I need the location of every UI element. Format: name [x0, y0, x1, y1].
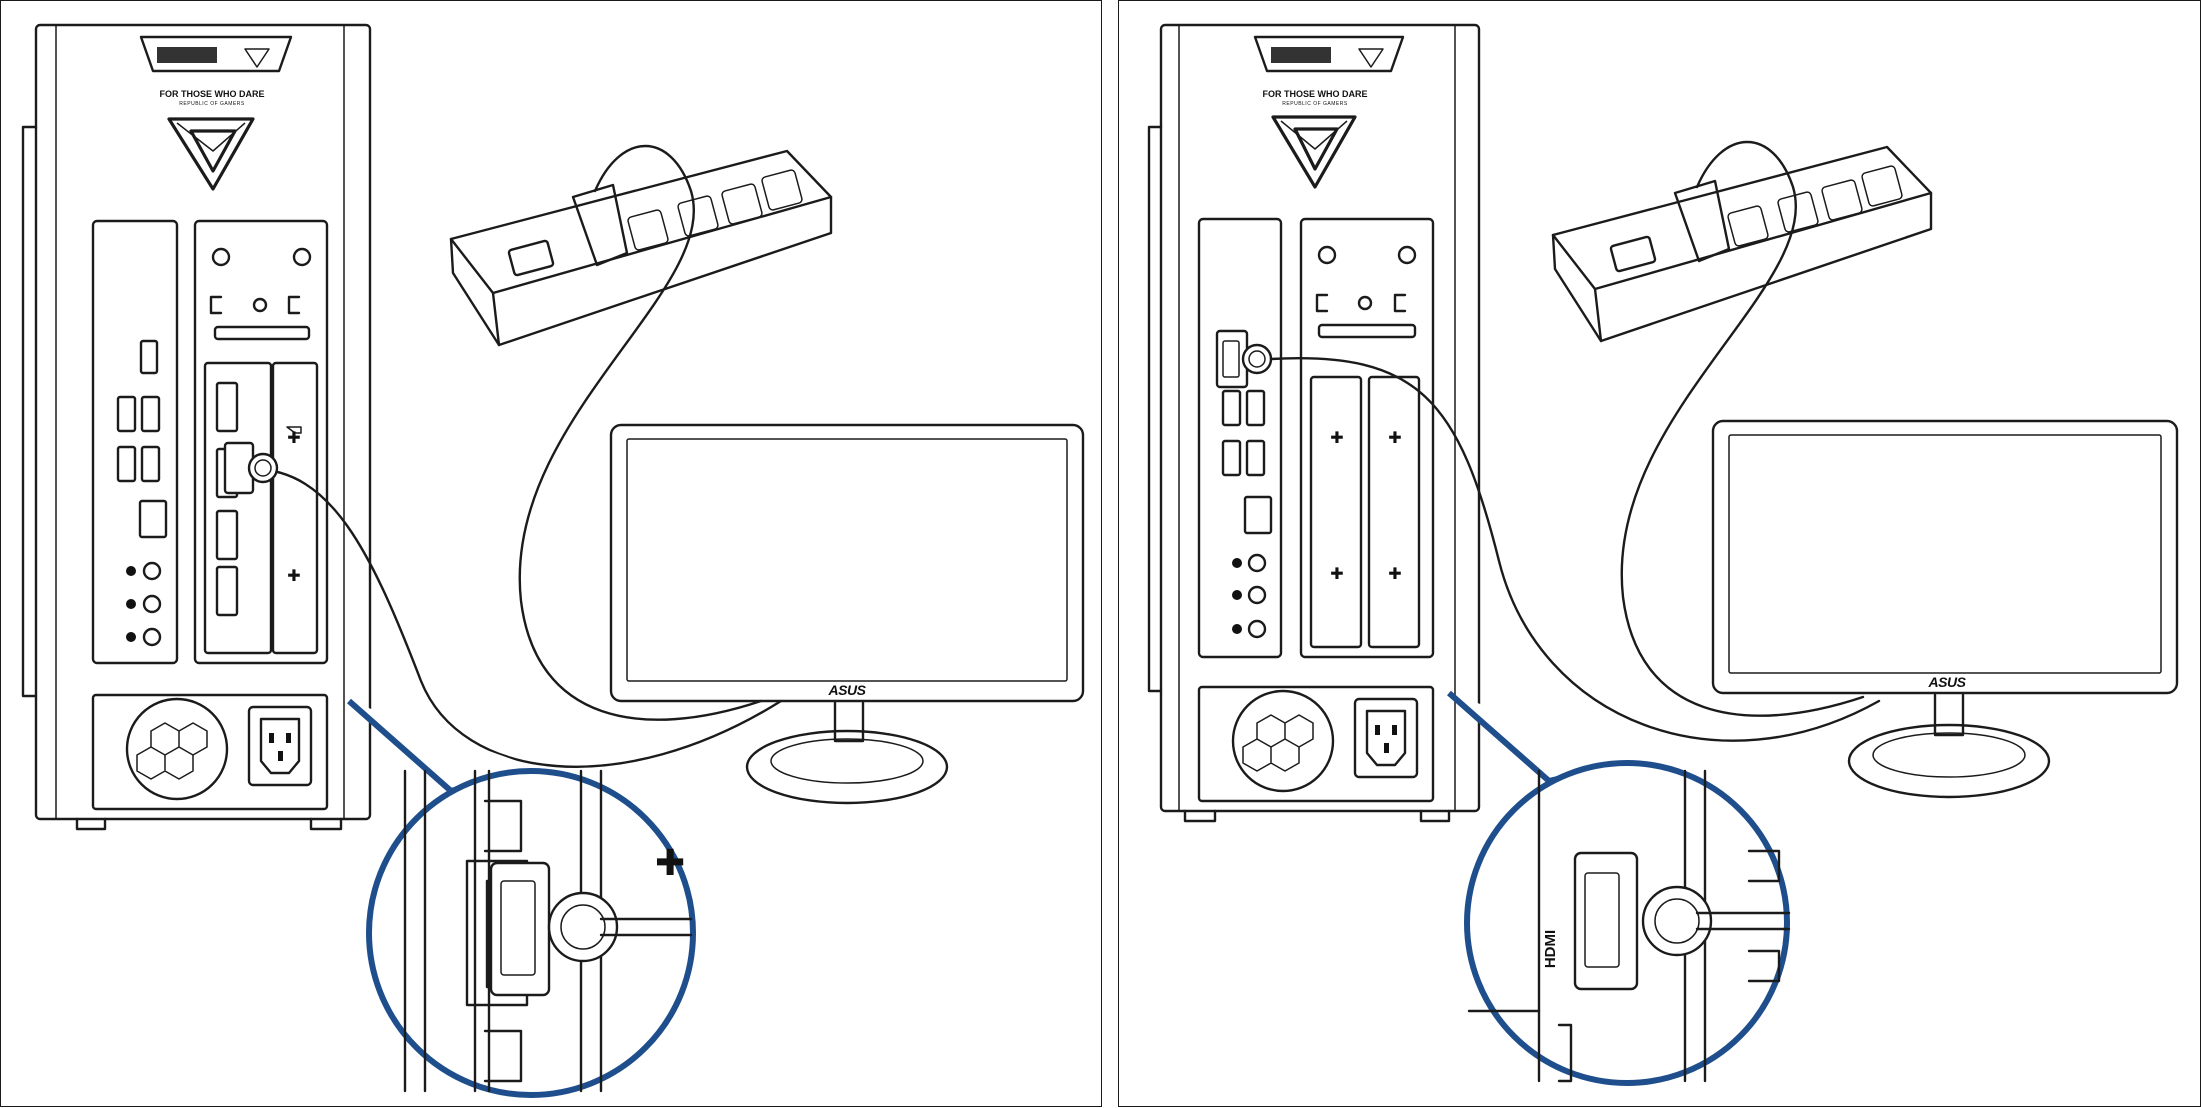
- psu-fan-icon: [1231, 689, 1335, 793]
- desktop-tower: FOR THOSE WHO DARE REPUBLIC OF GAMERS: [21, 23, 372, 831]
- callout-magnifier: HDMI: [1447, 690, 1791, 1086]
- desktop-tower: FOR THOSE WHO DARE REPUBLIC OF GAMERS: [1147, 23, 1481, 823]
- callout-hdmi-plug: [1573, 851, 1639, 991]
- rog-logo-icon: [1271, 115, 1357, 189]
- panel-graphics-card-connection: FOR THOSE WHO DARE REPUBLIC OF GAMERS: [0, 0, 1102, 1107]
- power-supply-area: [1197, 685, 1435, 803]
- rog-logo-icon: [167, 117, 255, 191]
- tower-slogan: FOR THOSE WHO DARE: [1263, 89, 1368, 99]
- monitor-brand-logo: ASUS: [1928, 674, 1967, 690]
- right-illustration: FOR THOSE WHO DARE REPUBLIC OF GAMERS: [1147, 23, 2179, 1086]
- monitor-power-plug: [571, 183, 629, 267]
- monitor-power-plug: [1673, 179, 1731, 263]
- io-ports: [116, 339, 168, 647]
- svg-text:✚: ✚: [655, 843, 685, 884]
- power-strip: [449, 149, 833, 347]
- callout-port-label: HDMI: [1542, 930, 1559, 968]
- power-supply-area: [91, 693, 329, 811]
- panel-onboard-hdmi-connection: FOR THOSE WHO DARE REPUBLIC OF GAMERS: [1118, 0, 2201, 1107]
- tower-sub-slogan: REPUBLIC OF GAMERS: [179, 101, 245, 107]
- power-outlets: [627, 169, 803, 251]
- power-socket: [1353, 697, 1419, 779]
- svg-text:✚: ✚: [1388, 428, 1401, 447]
- io-ports: [1221, 389, 1273, 639]
- psu-fan-icon: [125, 697, 229, 801]
- expansion-slot-area: [193, 219, 329, 665]
- svg-text:✚: ✚: [287, 566, 300, 585]
- graphics-card-ports: [215, 381, 239, 617]
- svg-text:✚: ✚: [287, 428, 300, 447]
- expansion-slot-area: [1299, 217, 1435, 659]
- monitor-brand-logo: ASUS: [828, 682, 867, 698]
- rear-io-panel: [91, 219, 179, 665]
- callout-magnifier: ✚: [347, 698, 696, 1098]
- monitor: ASUS: [1711, 419, 2179, 799]
- video-cable: [251, 467, 783, 768]
- hdmi-cable: [1269, 357, 1881, 742]
- power-socket: [247, 705, 313, 787]
- hdmi-plug: [1215, 329, 1273, 389]
- svg-text:✚: ✚: [1330, 564, 1343, 583]
- video-plug: [223, 441, 279, 495]
- rear-io-panel: [1197, 217, 1283, 659]
- monitor-power-cable: [1620, 140, 1865, 717]
- power-outlets: [1727, 165, 1903, 247]
- tower-slogan: FOR THOSE WHO DARE: [160, 89, 265, 99]
- monitor: ASUS: [609, 423, 1085, 805]
- power-strip: [1551, 145, 1933, 343]
- monitor-power-cable: [518, 144, 763, 721]
- tower-sub-slogan: REPUBLIC OF GAMERS: [1282, 101, 1348, 107]
- left-illustration: FOR THOSE WHO DARE REPUBLIC OF GAMERS: [21, 23, 1085, 1098]
- svg-text:✚: ✚: [1388, 564, 1401, 583]
- svg-text:✚: ✚: [1330, 428, 1343, 447]
